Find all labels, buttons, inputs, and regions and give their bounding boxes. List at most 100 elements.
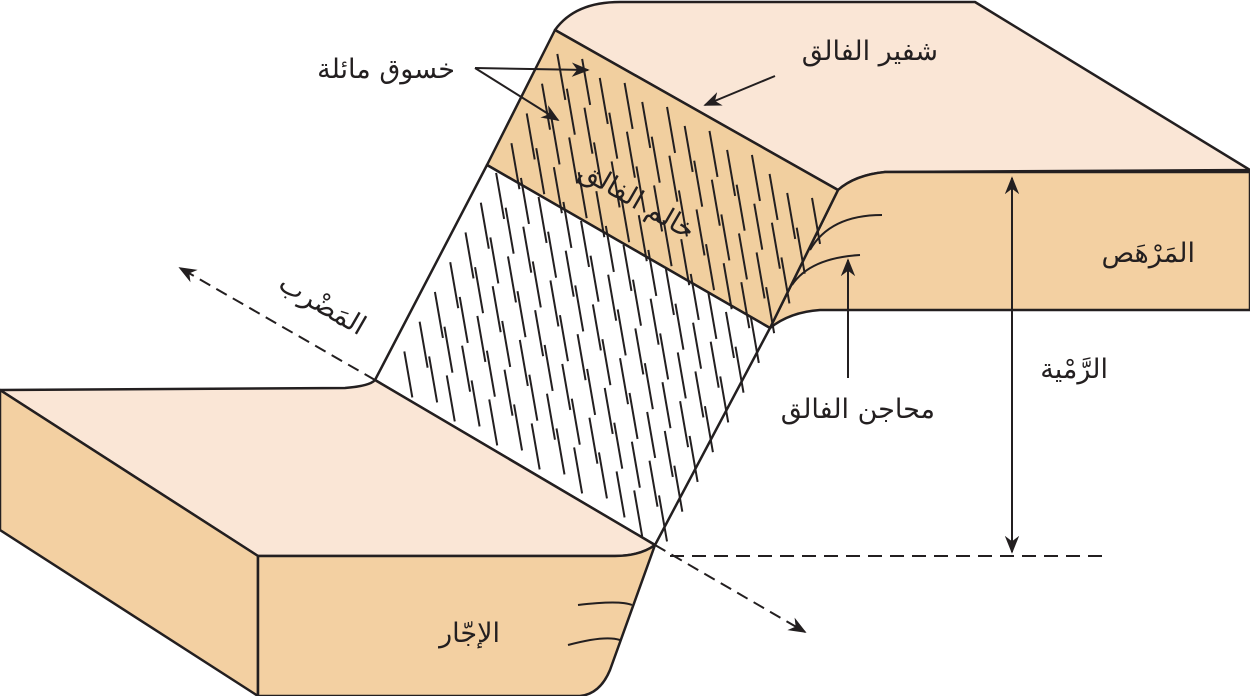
striation-line <box>577 171 588 219</box>
striation-line <box>610 161 621 208</box>
striation-arrow-1 <box>474 62 590 77</box>
striation-line <box>765 286 776 334</box>
striation-line <box>709 341 720 388</box>
striation-line <box>623 82 634 130</box>
striation-line <box>740 281 751 329</box>
striation-line <box>720 214 731 261</box>
striation-line <box>479 202 490 249</box>
striation-line <box>461 345 472 392</box>
striation-line <box>703 405 714 453</box>
striation-line <box>625 131 636 178</box>
striation-line <box>589 255 600 302</box>
striation-line <box>555 428 566 475</box>
striation-line <box>491 285 502 333</box>
striation-line <box>556 53 567 101</box>
striation-line <box>488 399 499 446</box>
striation-line <box>753 203 764 250</box>
striation-line <box>755 252 766 299</box>
striation-line <box>604 225 615 273</box>
striation-line <box>510 142 521 190</box>
striation-line <box>692 322 703 369</box>
striation-line <box>737 233 748 280</box>
striation-line <box>443 326 454 373</box>
label-upthrown-block: المَرْهَص <box>1101 238 1195 269</box>
striation-line <box>597 452 608 499</box>
striation-line <box>635 166 646 213</box>
striation-line <box>734 346 745 393</box>
striation-line <box>749 316 760 364</box>
striation-line <box>786 192 797 240</box>
striation-line <box>719 376 730 423</box>
striation-line <box>595 190 606 238</box>
striation-line <box>622 244 633 292</box>
striation-line <box>780 257 791 304</box>
label-fault-edge: شفير الفالق <box>802 36 938 67</box>
striation-line <box>583 107 594 154</box>
striation-line <box>570 398 581 445</box>
striation-line <box>586 368 597 416</box>
striation-hatching <box>403 53 822 542</box>
striation-line <box>707 292 718 340</box>
striation-line <box>537 196 548 244</box>
striation-line <box>674 303 685 350</box>
striation-line <box>603 387 614 435</box>
striation-line <box>630 441 641 488</box>
striation-line <box>574 285 585 332</box>
striation-line <box>573 447 584 494</box>
striation-line <box>726 149 737 197</box>
striation-line <box>550 118 561 165</box>
striation-line <box>580 220 591 268</box>
striation-line <box>568 137 579 184</box>
striation-line <box>607 274 618 321</box>
striation-line <box>601 338 612 386</box>
striation-line <box>501 320 512 368</box>
striation-line <box>708 130 719 178</box>
striation-line <box>518 339 529 387</box>
striation-line <box>648 460 659 507</box>
striation-line <box>666 106 677 154</box>
striation-line <box>768 173 779 221</box>
striation-line <box>528 374 539 421</box>
striation-line <box>530 423 541 470</box>
striation-line <box>588 417 599 464</box>
striation-line <box>637 214 648 262</box>
striation-line <box>750 154 761 202</box>
striation-line <box>811 197 822 245</box>
striation-line <box>513 404 524 451</box>
striation-line <box>679 400 690 448</box>
striation-line <box>628 392 639 440</box>
striation-line <box>470 380 481 427</box>
striation-line <box>688 435 699 483</box>
striation-line <box>650 136 661 183</box>
striation-line <box>620 195 631 243</box>
striation-line <box>476 315 487 363</box>
drag-curve <box>567 637 621 646</box>
striation-line <box>525 113 536 160</box>
striation-line <box>576 333 587 381</box>
striation-line <box>598 77 609 125</box>
label-downthrown-block: الإجّار <box>437 618 500 649</box>
striation-line <box>519 177 530 225</box>
fault-edge-arrow <box>703 75 776 106</box>
striation-line <box>632 279 642 326</box>
striation-line <box>535 147 546 195</box>
striation-line <box>634 328 645 375</box>
striation-line <box>668 155 679 202</box>
striation-line <box>608 112 619 159</box>
striation-line <box>695 209 706 256</box>
striation-line <box>562 201 573 249</box>
striation-line <box>543 344 554 392</box>
striation-line <box>619 357 630 405</box>
drag-curve <box>577 601 633 606</box>
striation-line <box>558 314 569 362</box>
striation-line <box>593 142 603 189</box>
striation-line <box>646 411 657 459</box>
striation-line <box>676 352 687 399</box>
striation-line <box>641 101 652 149</box>
striation-line <box>615 471 626 518</box>
striation-line <box>547 231 558 278</box>
striation-line <box>694 371 705 418</box>
striation-line <box>693 160 704 207</box>
